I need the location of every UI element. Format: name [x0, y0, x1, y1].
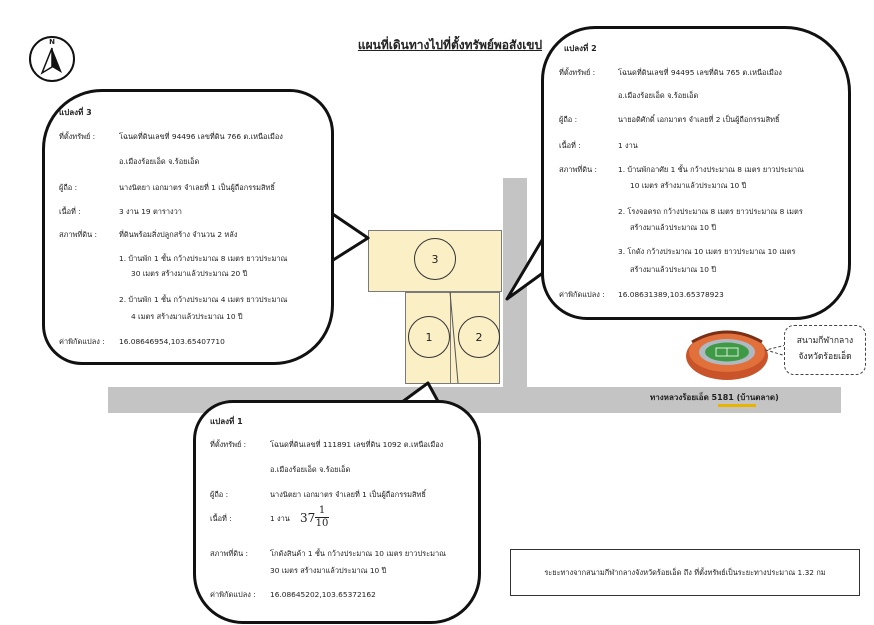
- parcel-1-area-denominator: 10: [315, 518, 329, 529]
- parcel-2-area-label: เนื้อที่ :: [559, 141, 581, 150]
- parcel-3-cond1-line1: 1. บ้านพัก 1 ชั้น กว้างประมาณ 8 เมตร ยาว…: [119, 254, 288, 263]
- map-title: แผนที่เดินทางไปที่ตั้งทรัพย์พอสังเขป: [357, 38, 543, 52]
- parcel-1-coords-label: ค่าพิกัดแปลง :: [210, 590, 256, 599]
- road-marker: [718, 404, 756, 407]
- parcel-3-cond2-line1: 2. บ้านพัก 1 ชั้น กว้างประมาณ 4 เมตร ยาว…: [119, 295, 288, 304]
- parcel-2-location-line1: โฉนดที่ดินเลขที่ 94495 เลขที่ดิน 765 ต.เ…: [618, 68, 782, 77]
- parcel-1-marker: 1: [408, 316, 450, 358]
- parcel-3-callout: แปลงที่ 3 ที่ตั้งทรัพย์ : โฉนดที่ดินเลขท…: [42, 89, 334, 365]
- parcel-3-owner-label: ผู้ถือ :: [59, 183, 78, 192]
- parcel-2-cond2-line2: สร้างมาแล้วประมาณ 10 ปี: [630, 223, 717, 232]
- north-arrow-icon: N: [28, 35, 76, 83]
- parcel-1-area-numerator: 1: [315, 505, 329, 518]
- parcel-1-area-label: เนื้อที่ :: [210, 514, 232, 523]
- parcel-2-owner-label: ผู้ถือ :: [559, 115, 578, 124]
- stadium-label-line2: จังหวัดร้อยเอ็ด: [798, 352, 852, 362]
- road-label: ทางหลวงร้อยเอ็ด 5181 (บ้านตลาด): [650, 393, 779, 402]
- parcel-1-location-line1: โฉนดที่ดินเลขที่ 111891 เลขที่ดิน 1092 ต…: [270, 440, 444, 449]
- parcel-3-coords-label: ค่าพิกัดแปลง :: [59, 337, 105, 346]
- parcel-2-cond1-line1: 1. บ้านพักอาศัย 1 ชั้น กว้างประมาณ 8 เมต…: [618, 165, 805, 174]
- parcel-2-owner: นายอดิศักดิ์ เอกมาตร จำเลยที่ 2 เป็นผู้ถ…: [618, 115, 780, 124]
- stadium-label-line1: สนามกีฬากลาง: [796, 336, 854, 346]
- parcel-1-location-label: ที่ตั้งทรัพย์ :: [210, 440, 247, 449]
- parcel-2-callout: แปลงที่ 2 ที่ตั้งทรัพย์ : โฉนดที่ดินเลขท…: [541, 26, 851, 320]
- parcel-1-condition-label: สภาพที่ดิน :: [210, 549, 248, 558]
- parcel-1-coords: 16.08645202,103.65372162: [270, 590, 376, 599]
- parcel-3-area: 3 งาน 19 ตารางวา: [119, 207, 182, 216]
- parcel-3-area-label: เนื้อที่ :: [59, 207, 81, 216]
- parcel-1-area-whole: 37: [300, 511, 316, 525]
- parcel-3-condition-label: สภาพที่ดิน :: [59, 230, 97, 239]
- parcel-1-owner: นางนิตยา เอกมาตร จำเลยที่ 1 เป็นผู้ถือกร…: [270, 490, 426, 499]
- north-letter: N: [49, 38, 55, 46]
- parcel-2-condition-label: สภาพที่ดิน :: [559, 165, 597, 174]
- parcel-2-heading: แปลงที่ 2: [564, 44, 597, 53]
- parcel-1-condition-line2: 30 เมตร สร้างมาแล้วประมาณ 10 ปี: [270, 566, 387, 575]
- parcel-3-heading: แปลงที่ 3: [59, 108, 92, 117]
- parcel-3-location-label: ที่ตั้งทรัพย์ :: [59, 132, 96, 141]
- parcel-3-cond2-line2: 4 เมตร สร้างมาแล้วประมาณ 10 ปี: [131, 312, 243, 321]
- stadium-icon: [684, 322, 770, 382]
- parcel-2-location-label: ที่ตั้งทรัพย์ :: [559, 68, 596, 77]
- parcel-2-location-line2: อ.เมืองร้อยเอ็ด จ.ร้อยเอ็ด: [618, 91, 699, 100]
- distance-note: ระยะทางจากสนามกีฬากลางจังหวัดร้อยเอ็ด ถึ…: [510, 549, 860, 596]
- parcel-3-location-line2: อ.เมืองร้อยเอ็ด จ.ร้อยเอ็ด: [119, 157, 200, 166]
- parcel-3-owner: นางนิตยา เอกมาตร จำเลยที่ 1 เป็นผู้ถือกร…: [119, 183, 275, 192]
- parcel-2-cond2-line1: 2. โรงจอดรถ กว้างประมาณ 8 เมตร ยาวประมาณ…: [618, 207, 803, 216]
- parcel-3-location-line1: โฉนดที่ดินเลขที่ 94496 เลขที่ดิน 766 ต.เ…: [119, 132, 283, 141]
- parcel-2-coords: 16.08631389,103.65378923: [618, 290, 724, 299]
- parcel-2-cond3-line1: 3. โกดัง กว้างประมาณ 10 เมตร ยาวประมาณ 1…: [618, 247, 796, 256]
- parcel-1-heading: แปลงที่ 1: [210, 417, 243, 426]
- parcel-3-cond1-line2: 30 เมตร สร้างมาแล้วประมาณ 20 ปี: [131, 269, 248, 278]
- parcel-2-cond1-line2: 10 เมตร สร้างมาแล้วประมาณ 10 ปี: [630, 181, 747, 190]
- parcel-3-coords: 16.08646954,103.65407710: [119, 337, 225, 346]
- parcel-2-coords-label: ค่าพิกัดแปลง :: [559, 290, 605, 299]
- parcel-1-owner-label: ผู้ถือ :: [210, 490, 229, 499]
- parcel-1-condition-line1: โกดังสินค้า 1 ชั้น กว้างประมาณ 10 เมตร ย…: [270, 549, 446, 558]
- parcel-3-condition-intro: ที่ดินพร้อมสิ่งปลูกสร้าง จำนวน 2 หลัง: [119, 230, 238, 239]
- parcel-3-marker: 3: [414, 238, 456, 280]
- parcel-1-area-fraction: 1 10: [315, 505, 329, 530]
- parcel-2-area: 1 งาน: [618, 141, 638, 150]
- parcel-2-cond3-line2: สร้างมาแล้วประมาณ 10 ปี: [630, 265, 717, 274]
- parcel-1-location-line2: อ.เมืองร้อยเอ็ด จ.ร้อยเอ็ด: [270, 465, 351, 474]
- parcel-1-callout: แปลงที่ 1 ที่ตั้งทรัพย์ : โฉนดที่ดินเลขท…: [193, 400, 481, 624]
- stadium-label: สนามกีฬากลาง จังหวัดร้อยเอ็ด: [784, 325, 866, 375]
- parcel-2-marker: 2: [458, 316, 500, 358]
- parcel-1-area-prefix: 1 งาน: [270, 514, 290, 523]
